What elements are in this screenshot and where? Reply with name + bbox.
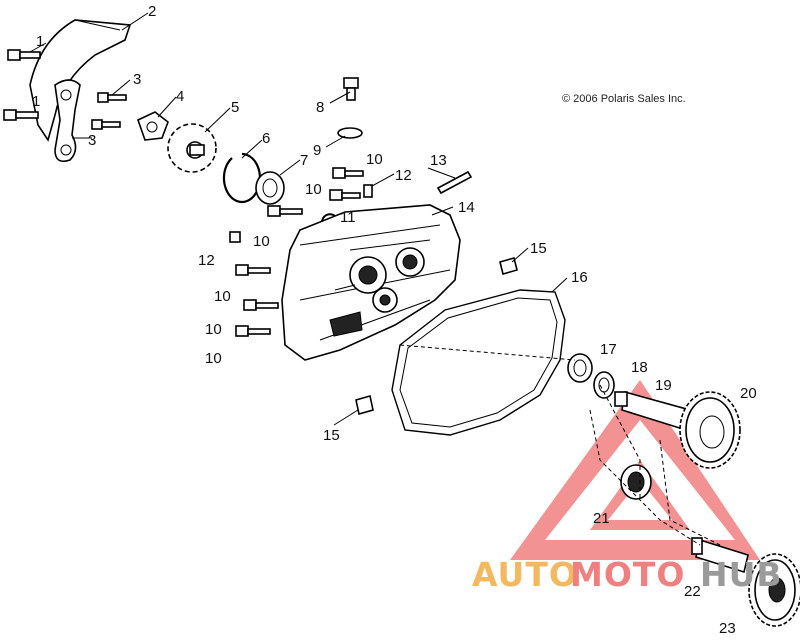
callout-13: 13 <box>430 152 447 169</box>
callout-15b: 15 <box>323 427 340 444</box>
part-4-lock-plate <box>137 111 169 141</box>
callout-23: 23 <box>719 620 736 637</box>
part-1-bolt-bottom <box>3 109 39 121</box>
part-22-output-shaft <box>691 537 749 574</box>
callout-10f: 10 <box>205 350 222 367</box>
part-13-pin <box>436 170 473 195</box>
callout-15a: 15 <box>530 240 547 257</box>
callout-22: 22 <box>684 583 701 600</box>
assembly-lines <box>399 344 721 546</box>
callout-8: 8 <box>316 99 324 116</box>
callout-10d: 10 <box>214 288 231 305</box>
part-23-gear <box>748 553 800 627</box>
callout-9: 9 <box>313 142 321 159</box>
callout-10a: 10 <box>366 151 383 168</box>
part-20-gear <box>679 391 741 469</box>
part-3-bolts <box>91 92 127 130</box>
callout-20: 20 <box>740 385 757 402</box>
watermark-text-moto: MOTO <box>570 555 685 594</box>
callout-12a: 12 <box>395 167 412 184</box>
callout-4: 4 <box>176 88 184 105</box>
part-12-dowel-pins <box>229 184 373 243</box>
callout-16: 16 <box>571 269 588 286</box>
callout-14: 14 <box>458 199 475 216</box>
callout-3a: 3 <box>133 71 141 88</box>
part-21-bearing <box>620 464 652 500</box>
part-5-sprocket <box>167 123 217 173</box>
callout-7: 7 <box>300 152 308 169</box>
callout-10e: 10 <box>205 321 222 338</box>
part-8-drain-plug <box>343 77 359 101</box>
copyright-text: © 2006 Polaris Sales Inc. <box>562 93 686 105</box>
part-7-oil-seal <box>255 171 285 205</box>
watermark-text-hub: HUB <box>700 555 783 594</box>
callout-10b: 10 <box>305 181 322 198</box>
callout-19: 19 <box>655 377 672 394</box>
part-1-bolt-top <box>7 49 41 61</box>
callout-21: 21 <box>593 510 610 527</box>
part-17-bearing <box>567 353 593 383</box>
part-6-circlip <box>222 152 262 204</box>
part-15-dowels <box>355 257 518 416</box>
part-10-bolts <box>235 167 364 337</box>
part-18-seal <box>593 371 615 399</box>
part-3-bracket <box>54 79 81 163</box>
watermark-logo: AUTO MOTO HUB <box>472 555 783 594</box>
leader-lines <box>29 12 568 426</box>
watermark-text-auto: AUTO <box>472 555 578 594</box>
callout-11: 11 <box>340 209 356 226</box>
callout-2: 2 <box>148 3 156 20</box>
callout-17: 17 <box>600 341 617 358</box>
callout-18: 18 <box>631 359 648 376</box>
callout-labels: 1 1 2 3 3 4 5 6 7 8 9 10 10 10 10 10 10 … <box>32 3 757 637</box>
callout-1a: 1 <box>36 33 44 50</box>
callout-3b: 3 <box>88 132 96 149</box>
callout-5: 5 <box>231 99 239 116</box>
part-16-gasket <box>391 289 566 436</box>
part-9-o-ring <box>337 127 363 139</box>
part-14-case-cover <box>281 204 461 361</box>
callout-6: 6 <box>262 130 270 147</box>
callout-1b: 1 <box>32 93 40 110</box>
callout-12b: 12 <box>198 252 215 269</box>
callout-10c: 10 <box>253 233 270 250</box>
part-2-chain-guard <box>29 19 132 142</box>
